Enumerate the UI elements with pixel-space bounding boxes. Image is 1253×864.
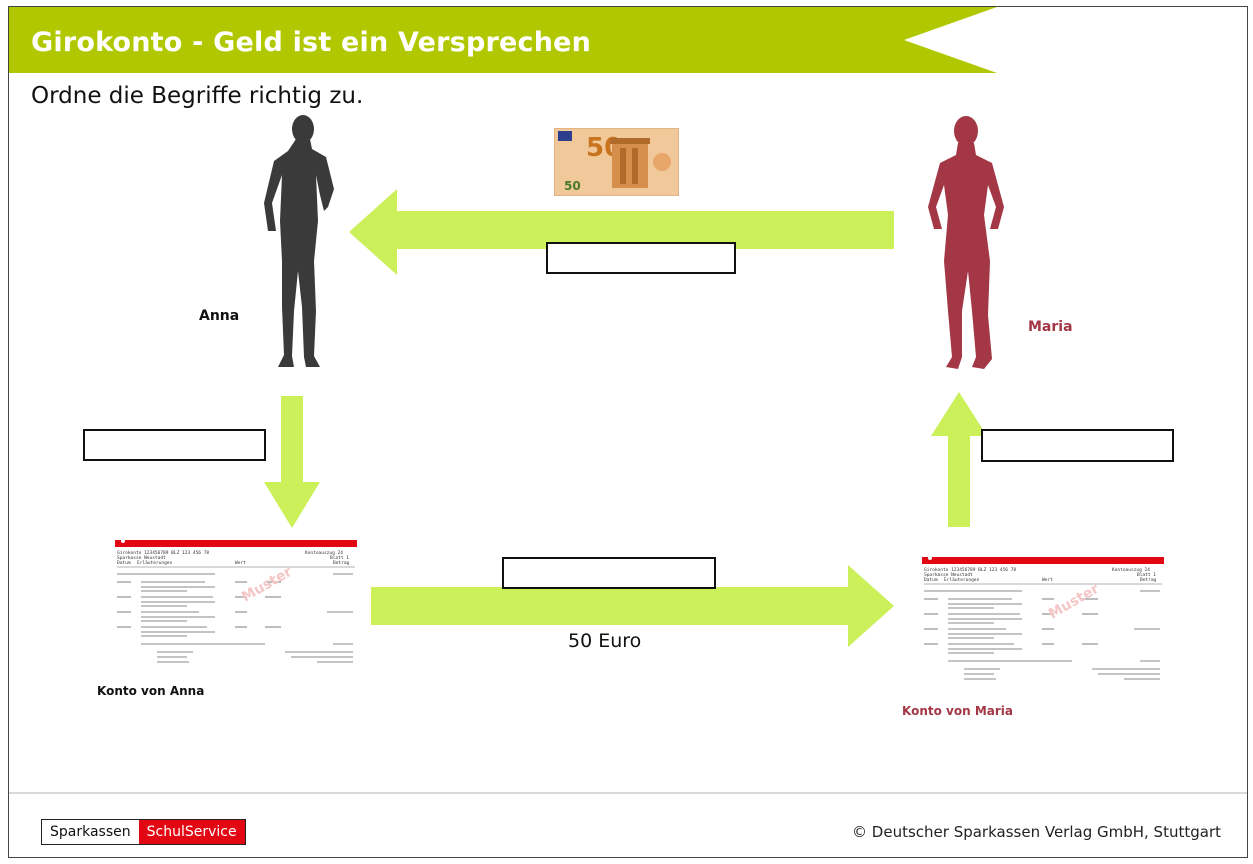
arrow-anna-to-maria bbox=[371, 565, 894, 647]
answer-box-left[interactable] bbox=[83, 429, 266, 461]
stmt-maria-col-value: Wert bbox=[1042, 577, 1053, 583]
stmt-anna-header: Girokonto 123456789 BLZ 123 456 78 bbox=[117, 550, 209, 556]
stmt-maria-kontoauszug: Kontoauszug 24 bbox=[1112, 567, 1150, 573]
arrow-anna-down bbox=[264, 396, 320, 528]
answer-box-top[interactable] bbox=[546, 242, 736, 274]
footer-divider bbox=[9, 792, 1247, 794]
statement-anna-caption: Konto von Anna bbox=[97, 684, 205, 698]
answer-box-bottom[interactable] bbox=[502, 557, 716, 589]
statement-maria-caption: Konto von Maria bbox=[902, 704, 1013, 718]
stmt-maria-col-amount: Betrag bbox=[1140, 577, 1157, 583]
header-banner bbox=[9, 7, 997, 73]
anna-silhouette-icon bbox=[264, 115, 334, 367]
statement-anna: Girokonto 123456789 BLZ 123 456 78 Konto… bbox=[95, 534, 357, 674]
copyright-text: © Deutscher Sparkassen Verlag GmbH, Stut… bbox=[852, 823, 1221, 841]
logo-part-schulservice: SchulService bbox=[138, 820, 245, 844]
stmt-anna-col-text: Erläuterungen bbox=[137, 560, 173, 566]
maria-name: Maria bbox=[1028, 319, 1073, 335]
stmt-anna-page: Blatt 1 bbox=[330, 555, 349, 561]
stmt-maria-page: Blatt 1 bbox=[1137, 572, 1156, 578]
stmt-anna-kontoauszug: Kontoauszug 24 bbox=[305, 550, 343, 556]
maria-silhouette-icon bbox=[928, 116, 1004, 369]
stmt-maria-col-date: Datum bbox=[924, 577, 938, 583]
stmt-anna-col-value: Wert bbox=[235, 560, 246, 566]
anna-name: Anna bbox=[199, 308, 240, 324]
arrow-maria-up bbox=[931, 392, 987, 527]
amount-label: 50 Euro bbox=[568, 630, 642, 652]
sparkassen-schulservice-logo: Sparkassen SchulService bbox=[41, 819, 246, 845]
stmt-maria-header: Girokonto 123456789 BLZ 123 456 78 bbox=[924, 567, 1016, 573]
banknote-50-euro-icon: 50 50 bbox=[554, 128, 679, 196]
worksheet: Girokonto - Geld ist ein Versprechen Ord… bbox=[8, 6, 1248, 858]
stmt-maria-bank: Sparkasse Neustadt bbox=[924, 572, 973, 578]
logo-part-sparkassen: Sparkassen bbox=[42, 820, 139, 844]
stmt-anna-col-date: Datum bbox=[117, 560, 131, 566]
stmt-maria-col-text: Erläuterungen bbox=[944, 577, 980, 583]
page-title: Girokonto - Geld ist ein Versprechen bbox=[31, 27, 592, 58]
stmt-anna-col-amount: Betrag bbox=[333, 560, 350, 566]
answer-box-right[interactable] bbox=[981, 429, 1174, 462]
arrow-maria-to-anna bbox=[349, 189, 894, 275]
statement-maria: Girokonto 123456789 BLZ 123 456 78 Konto… bbox=[902, 551, 1164, 691]
banknote-small-value: 50 bbox=[564, 179, 581, 193]
stmt-anna-bank: Sparkasse Neustadt bbox=[117, 555, 166, 561]
instruction-text: Ordne die Begriffe richtig zu. bbox=[31, 83, 364, 109]
